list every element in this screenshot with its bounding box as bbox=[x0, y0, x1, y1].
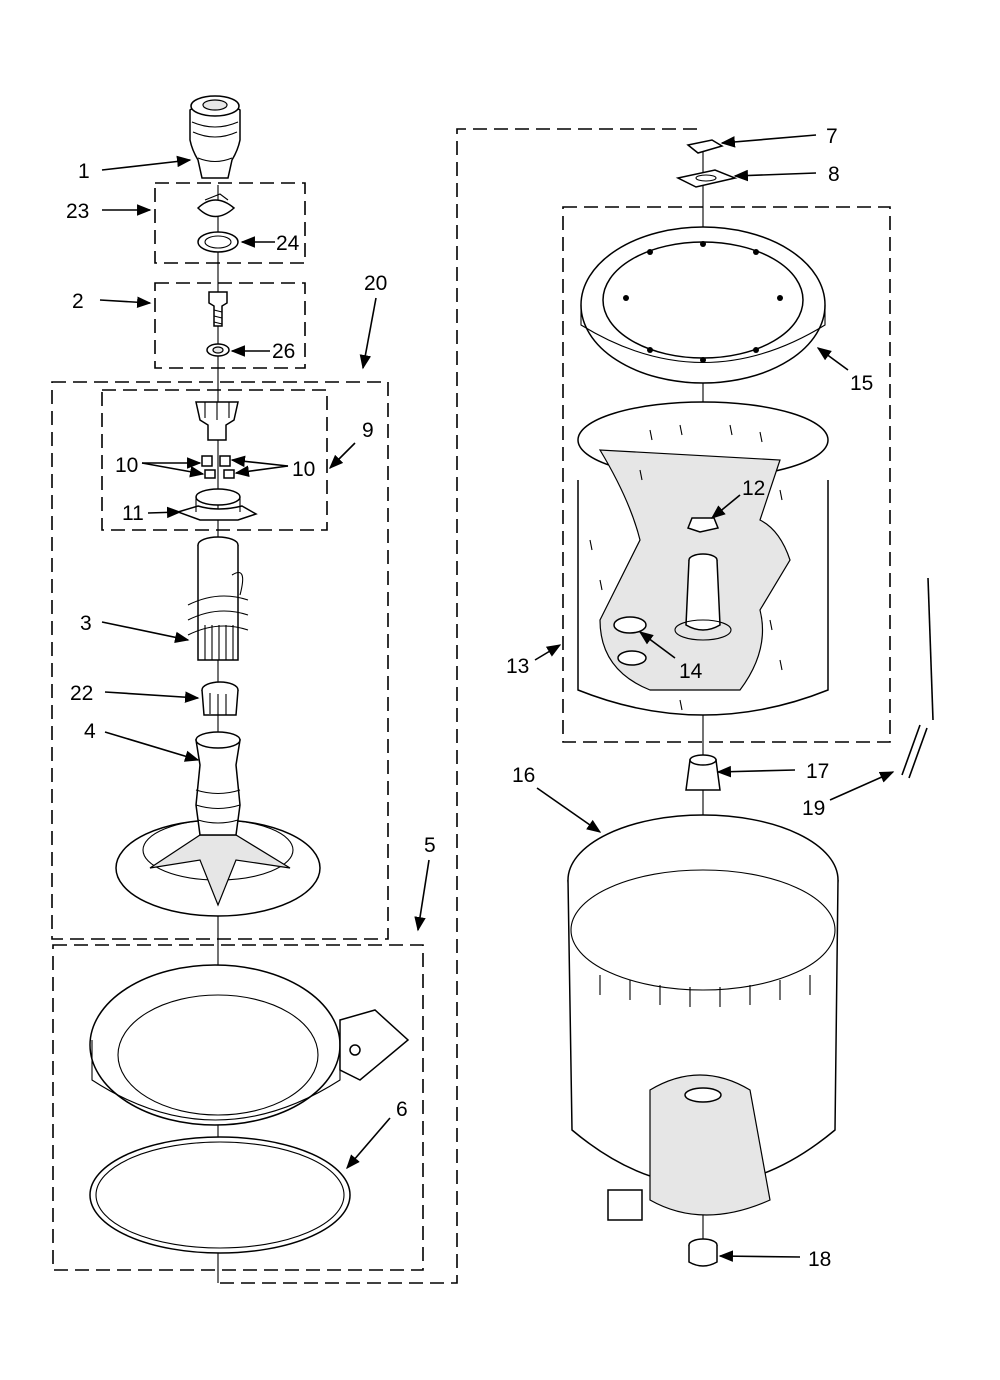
callout-11: 11 bbox=[122, 502, 144, 525]
part-1-cap[interactable] bbox=[189, 95, 241, 179]
part-22-bearing[interactable] bbox=[201, 681, 239, 716]
callout-10-right: 10 bbox=[292, 458, 315, 481]
group-box-13 bbox=[562, 206, 891, 743]
callout-8: 8 bbox=[828, 163, 840, 186]
group-box-23 bbox=[154, 182, 306, 264]
part-11-ratchet[interactable] bbox=[175, 488, 258, 521]
callout-17: 17 bbox=[806, 760, 829, 783]
part-15-balance-ring[interactable] bbox=[580, 226, 826, 384]
part-16-outer-tub[interactable] bbox=[567, 814, 839, 1221]
callout-24: 24 bbox=[276, 232, 300, 255]
connector-path bbox=[220, 128, 697, 1284]
part-19-hose[interactable] bbox=[901, 577, 934, 779]
part-2-bolt[interactable] bbox=[208, 291, 228, 327]
group-box-20 bbox=[51, 381, 389, 940]
part-4-agitator[interactable] bbox=[115, 731, 321, 917]
part-17-bushing[interactable] bbox=[685, 754, 721, 791]
group-box-5 bbox=[52, 944, 424, 1271]
part-12-nut[interactable] bbox=[687, 517, 720, 533]
callout-3: 3 bbox=[80, 612, 92, 635]
part-18-plug[interactable] bbox=[688, 1238, 718, 1267]
callout-12: 12 bbox=[742, 477, 765, 500]
callout-6: 6 bbox=[396, 1098, 408, 1121]
callout-10-left: 10 bbox=[115, 454, 138, 477]
callout-4: 4 bbox=[84, 720, 96, 743]
group-box-9 bbox=[101, 389, 328, 531]
callout-20: 20 bbox=[364, 272, 387, 295]
part-10-dogs[interactable] bbox=[201, 455, 235, 479]
callout-23: 23 bbox=[66, 200, 89, 223]
part-14-plug[interactable] bbox=[613, 616, 647, 666]
part-24-ring[interactable] bbox=[197, 231, 239, 253]
callout-18: 18 bbox=[808, 1248, 831, 1271]
callout-14: 14 bbox=[679, 660, 703, 683]
part-5-tub-ring[interactable] bbox=[89, 964, 410, 1126]
callout-19: 19 bbox=[802, 797, 825, 820]
callout-1: 1 bbox=[78, 160, 90, 183]
part-23-cam[interactable] bbox=[196, 193, 236, 218]
group-box-2 bbox=[154, 282, 306, 369]
part-26-washer[interactable] bbox=[206, 343, 230, 357]
part-3-auger[interactable] bbox=[187, 536, 249, 661]
callout-15: 15 bbox=[850, 372, 873, 395]
callout-2: 2 bbox=[72, 290, 84, 313]
callout-5: 5 bbox=[424, 834, 436, 857]
callout-16: 16 bbox=[512, 764, 535, 787]
part-7-clip[interactable] bbox=[686, 139, 724, 154]
callout-13: 13 bbox=[506, 655, 529, 678]
part-9-top[interactable] bbox=[195, 401, 239, 441]
callout-7: 7 bbox=[826, 125, 838, 148]
callout-9: 9 bbox=[362, 419, 374, 442]
part-8-clip[interactable] bbox=[675, 169, 738, 188]
part-6-band[interactable] bbox=[89, 1136, 351, 1254]
leader-arrows bbox=[99, 134, 895, 1262]
basket-hub bbox=[674, 553, 732, 641]
callout-22: 22 bbox=[70, 682, 93, 705]
callout-26: 26 bbox=[272, 340, 295, 363]
